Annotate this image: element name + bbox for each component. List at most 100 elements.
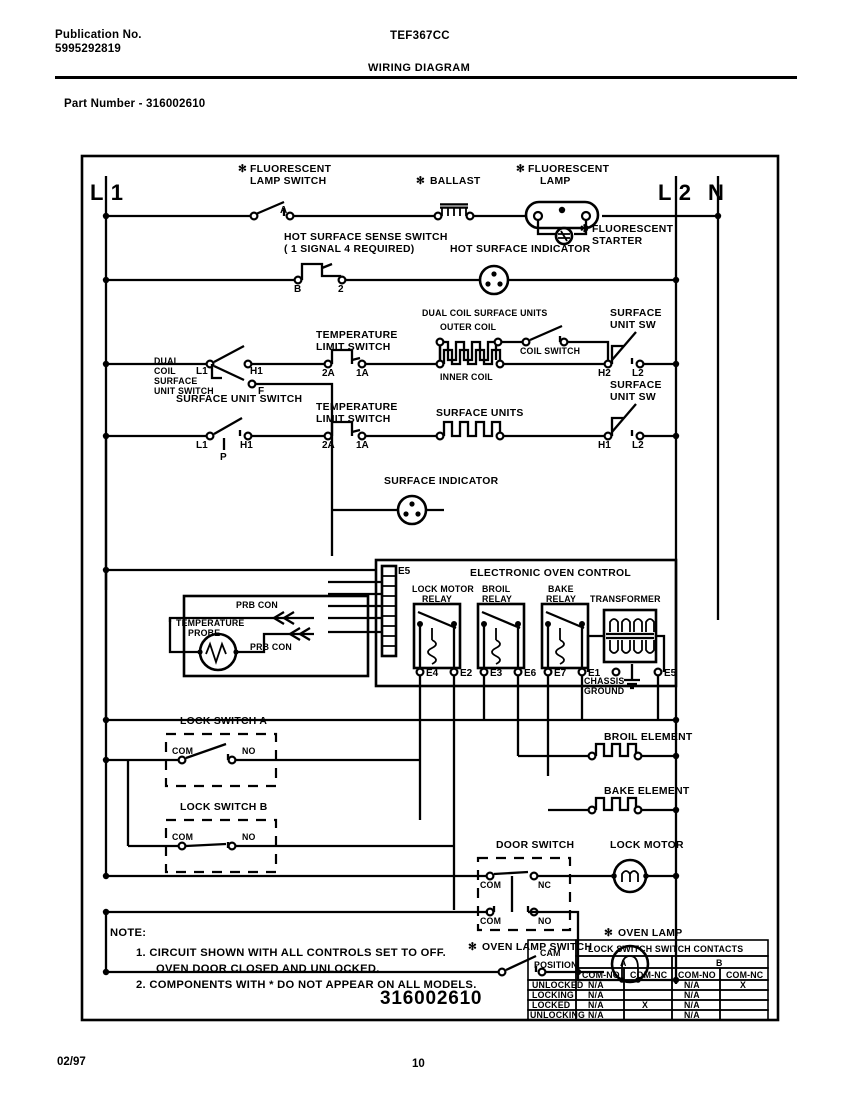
terminal-label-h1-dcsus: H1 <box>250 366 263 377</box>
terminal-label-ds-com-lower: COM <box>480 916 501 926</box>
contacts-r0-b-nc: X <box>740 980 746 990</box>
terminal-fluor-switch-out <box>285 211 295 221</box>
label-oven-lamp-switch: OVEN LAMP SWITCH <box>482 942 592 953</box>
probe-enclosure <box>182 594 370 678</box>
hss-blade <box>321 262 333 270</box>
contacts-r2-b-no: N/A <box>684 1000 700 1010</box>
contacts-r1-position: LOCKING <box>532 990 574 1000</box>
prb-con-arrow-2 <box>287 627 311 641</box>
label-prb-con-2: PRB CON <box>250 642 292 652</box>
asterisk-ballast: ✻ <box>416 176 425 187</box>
label-tls-upper-2: LIMIT SWITCH <box>316 342 391 353</box>
label-fluorescent-starter-1: FLUORESCENT <box>592 224 674 235</box>
blade-sus <box>213 417 243 435</box>
contacts-r2-position: LOCKED <box>532 1000 570 1010</box>
coil-switch-blade <box>529 324 563 342</box>
label-fluorescent-lamp-2: LAMP <box>540 176 571 187</box>
contacts-r3-a-no: N/A <box>588 1010 604 1020</box>
terminal-label-l1: L 1 <box>90 180 124 205</box>
asterisk-oven-lamp: ✻ <box>604 928 613 939</box>
contacts-row-2: LOCKED N/A X N/A <box>527 999 769 1011</box>
terminal-hss-b <box>293 275 303 285</box>
label-tls-lower-1: TEMPERATURE <box>316 402 398 413</box>
broil-element-coil <box>594 742 638 758</box>
footer-page-number: 10 <box>412 1058 425 1070</box>
asterisk-fluor-lamp: ✻ <box>516 164 525 175</box>
junction-dot-row3-l2 <box>672 360 680 368</box>
terminal-label-lsa-com: COM <box>172 746 193 756</box>
contacts-r0-position: UNLOCKED <box>532 980 583 990</box>
terminal-ballast-in <box>433 211 443 221</box>
label-temperature-probe-2: PROBE <box>188 628 220 638</box>
terminal-suw-l2-upper <box>635 359 645 369</box>
label-chassis-ground-2: GROUND <box>584 686 624 696</box>
terminal-label-2a-lower: 2A <box>322 440 335 451</box>
wire-coilsw-to-h2 <box>568 340 610 364</box>
terminal-su-in <box>435 431 445 441</box>
terminal-label-e3: E3 <box>490 668 503 679</box>
label-suw-upper-2: UNIT SW <box>610 320 656 331</box>
note-item-1b: OVEN DOOR CLOSED AND UNLOCKED. <box>156 963 380 975</box>
door-switch-enclosure <box>476 856 572 932</box>
contacts-r2-c4 <box>719 999 769 1011</box>
label-dcsus-1: DUAL <box>154 356 180 366</box>
hot-surface-sense-switch-body <box>300 262 342 280</box>
tls-lower-blade <box>351 428 361 434</box>
note-item-1: 1. CIRCUIT SHOWN WITH ALL CONTROLS SET T… <box>136 947 446 959</box>
contacts-r3-position: UNLOCKING <box>530 1010 585 1020</box>
surface-units-element <box>442 420 502 438</box>
label-fluorescent-lamp-switch-2: LAMP SWITCH <box>250 176 326 187</box>
ols-blade <box>505 954 537 972</box>
terminal-broil-in <box>587 751 597 761</box>
wire-f-link-down <box>256 382 334 436</box>
terminal-label-lsb-com: COM <box>172 832 193 842</box>
terminal-label-e1: E1 <box>588 668 601 679</box>
label-temperature-probe-1: TEMPERATURE <box>176 618 245 628</box>
terminal-e1-left <box>577 667 587 677</box>
label-lock-motor: LOCK MOTOR <box>610 840 684 851</box>
terminal-label-b-hss: B <box>294 284 301 295</box>
label-broil-relay-1: BROIL <box>482 584 511 594</box>
bkr-leads <box>546 624 584 668</box>
broil-relay-box <box>476 602 526 670</box>
label-fluorescent-lamp-1: FLUORESCENT <box>528 164 610 175</box>
fluorescent-starter-body <box>554 226 574 246</box>
label-lock-switch-b: LOCK SWITCH B <box>180 802 268 813</box>
label-lock-motor-relay-2: RELAY <box>422 594 452 604</box>
terminal-label-ds-no: NO <box>538 916 552 926</box>
terminal-label-l1-sus: L1 <box>196 440 208 451</box>
contacts-col4-label: COM-NC <box>726 970 764 980</box>
lock-motor-winding <box>621 870 639 882</box>
br-armature <box>481 610 521 630</box>
junction-dot-bake-l2 <box>672 806 680 814</box>
terminal-sus-l1 <box>205 431 215 441</box>
bkr-coil <box>555 628 565 665</box>
terminal-e6 <box>513 667 523 677</box>
prb-con-arrow-1 <box>271 611 295 625</box>
label-hot-surface-indicator: HOT SURFACE INDICATOR <box>450 244 591 255</box>
contacts-cam-header-1: CAM <box>540 948 561 958</box>
label-suw-upper-1: SURFACE <box>610 308 662 319</box>
contacts-r3-c4 <box>719 1009 769 1021</box>
label-hss-line2: ( 1 SIGNAL 4 REQUIRED) <box>284 244 415 255</box>
lock-switch-contacts-table: LOCK SWITCH SWITCH CONTACTS A B CAM POSI… <box>527 939 769 1021</box>
label-hss-line1: HOT SURFACE SENSE SWITCH <box>284 232 448 243</box>
terminal-ols-in <box>497 967 507 977</box>
label-lock-switch-a: LOCK SWITCH A <box>180 716 267 727</box>
terminal-hss-2 <box>337 275 347 285</box>
contacts-group-a-label: A <box>620 958 627 968</box>
terminal-label-lsa-no: NO <box>242 746 256 756</box>
terminal-label-h1-lower: H1 <box>598 440 611 451</box>
terminal-label-1a-upper: 1A <box>356 368 369 379</box>
label-dcsus-4: UNIT SWITCH <box>154 386 214 396</box>
contacts-col3-label: COM-NO <box>678 970 716 980</box>
terminal-outer-coil-right <box>435 337 445 347</box>
lmr-coil <box>427 628 437 665</box>
label-surface-indicator: SURFACE INDICATOR <box>384 476 499 487</box>
label-dual-coil-surface-units: DUAL COIL SURFACE UNITS <box>422 308 547 318</box>
suw-lower-blade <box>611 403 637 433</box>
terminal-suw-h2 <box>603 359 613 369</box>
wire-starter-right <box>574 220 588 236</box>
eoc-pin-label-top: E5 <box>398 566 411 577</box>
